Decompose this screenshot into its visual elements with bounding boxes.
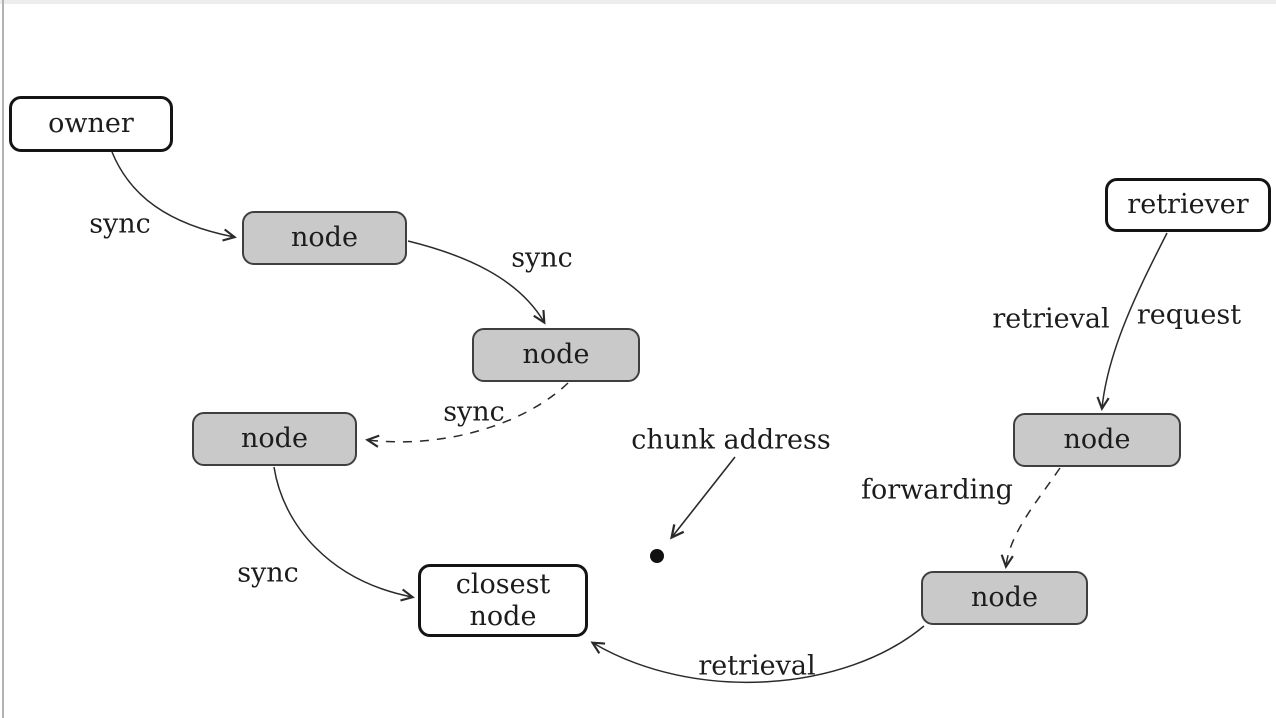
- edge-node5-to-closest: [590, 625, 925, 684]
- node-closest: closest node: [418, 564, 588, 637]
- top-edge-line: [0, 0, 1276, 4]
- chunk-address-dot: [650, 549, 664, 563]
- node-forward-2: node: [921, 571, 1088, 625]
- chunk-address-pointer-arrow: [670, 456, 736, 540]
- chunk-address-label: chunk address: [631, 424, 831, 456]
- edge-node4-to-node5-dashed: [1000, 467, 1061, 569]
- left-edge-line: [2, 0, 4, 718]
- edge-node2-to-node3-dashed: [365, 382, 569, 448]
- node-forward-1: node: [1013, 413, 1181, 467]
- edge-label-retrieval: retrieval: [992, 303, 1110, 335]
- edge-label-sync-1: sync: [89, 208, 151, 240]
- edge-label-request: request: [1136, 299, 1242, 331]
- node-sync-1: node: [242, 211, 407, 265]
- edge-retriever-to-node4: [1096, 232, 1168, 411]
- edge-owner-to-node1: [111, 151, 237, 242]
- edge-label-sync-4: sync: [237, 557, 299, 589]
- node-sync-2: node: [472, 328, 640, 382]
- edge-node1-to-node2: [407, 240, 546, 325]
- edge-label-sync-3: sync: [443, 396, 505, 428]
- node-retriever: retriever: [1105, 178, 1271, 232]
- edge-node3-to-closest: [273, 466, 415, 602]
- edge-label-forwarding: forwarding: [861, 474, 1013, 506]
- edge-label-retrieval-bottom: retrieval: [698, 650, 816, 682]
- node-sync-3: node: [192, 412, 357, 466]
- edge-label-sync-2: sync: [511, 242, 573, 274]
- node-owner: owner: [9, 96, 173, 152]
